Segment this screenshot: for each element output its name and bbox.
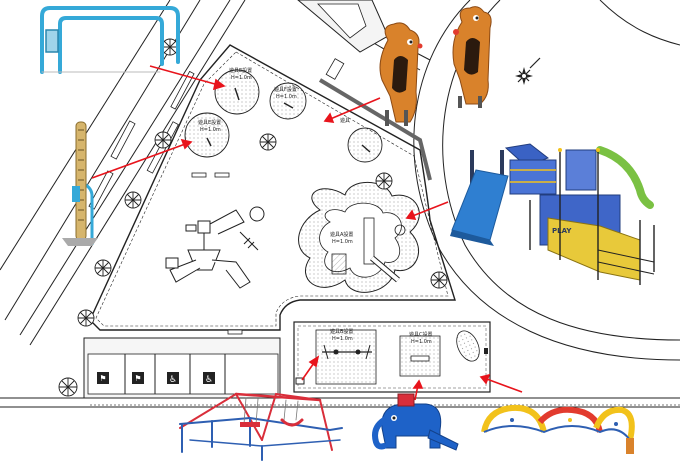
tree-icon	[94, 259, 112, 277]
indicator-arrows	[91, 65, 523, 401]
tree-icon	[259, 133, 277, 151]
park-boundary	[89, 44, 456, 331]
side-label: 遊具	[340, 117, 350, 124]
bear-panel-illustration	[379, 22, 423, 126]
wheelchair-icon: ♿	[167, 372, 179, 385]
elephant-slide-illustration	[372, 393, 459, 451]
climbing-pole-illustration	[62, 121, 98, 246]
bear-panel-illustration	[452, 6, 492, 108]
wheelchair-icon: ♿	[203, 372, 215, 385]
compass-icon	[515, 57, 541, 85]
slide-sign: PLAY	[552, 227, 572, 235]
equipment-labels: 遊具E設置 H=1.0m 遊具F設置 H=1.0m 遊具E設置 H=1.0m 遊…	[198, 67, 433, 345]
svg-text:⚑: ⚑	[134, 374, 141, 383]
equipment-pads	[184, 69, 420, 293]
equipment-height: H=1.0m	[332, 239, 353, 245]
toilet-icon: ⚑	[97, 372, 109, 384]
restroom-building: ⚑ ⚑ ♿ ♿	[83, 337, 281, 399]
bottom-play-area	[293, 321, 491, 393]
tree-icon	[124, 191, 142, 209]
svg-text:♿: ♿	[169, 375, 177, 385]
equipment-height: H=1.0m	[411, 339, 432, 345]
equipment-label: 遊具F設置	[274, 86, 297, 93]
equipment-label: 遊具E設置	[198, 119, 221, 126]
equipment-label: 遊具A設置	[330, 231, 353, 238]
equipment-height: H=1.0m	[276, 94, 297, 100]
horizontal-bar-illustration	[40, 6, 180, 74]
equipment-label: 遊具B設置	[330, 328, 353, 335]
tree-icon	[154, 131, 172, 149]
tree-icon	[77, 309, 95, 327]
toilet-icon: ⚑	[132, 372, 144, 384]
swing-set-illustration	[179, 392, 343, 461]
equipment-label: 遊具C設置	[409, 331, 433, 338]
tree-icons	[58, 38, 448, 397]
svg-text:♿: ♿	[205, 375, 213, 385]
equipment-height: H=1.0m	[231, 75, 252, 81]
arch-climber-illustration	[481, 404, 635, 454]
tree-icon	[161, 38, 179, 56]
equipment-height: H=1.0m	[200, 127, 221, 133]
benches	[191, 58, 345, 335]
equipment-height: H=1.0m	[332, 336, 353, 342]
play-structure-outline	[165, 206, 265, 289]
equipment-label: 遊具E設置	[229, 67, 252, 74]
top-building	[297, 0, 389, 53]
tree-icon	[430, 271, 448, 289]
tree-icon	[58, 377, 78, 397]
svg-text:⚑: ⚑	[99, 374, 106, 383]
combination-slide-illustration: PLAY	[450, 143, 655, 285]
tree-icon	[375, 172, 393, 190]
